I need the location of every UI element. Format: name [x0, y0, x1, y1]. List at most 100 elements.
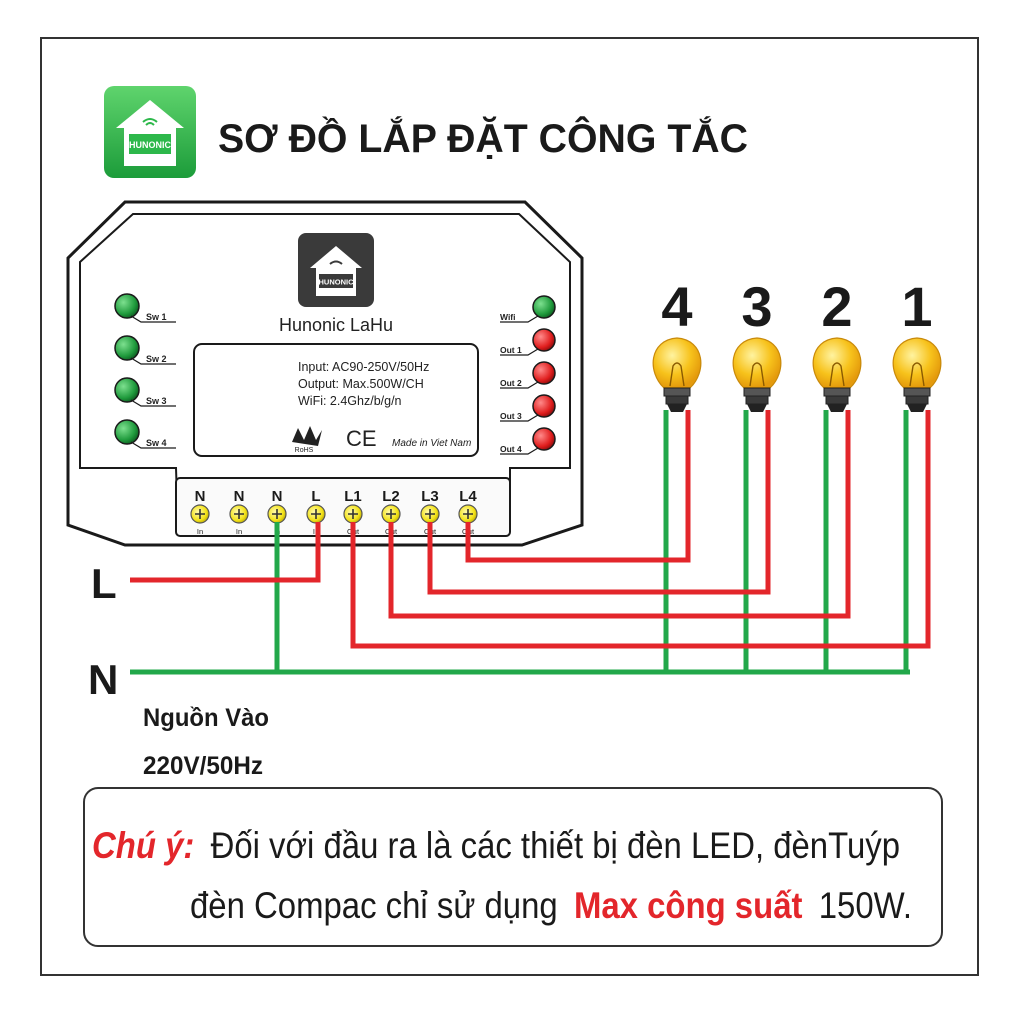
indicator-out-2: Out 2: [500, 361, 556, 389]
light-bulb-icon: [892, 337, 942, 412]
terminal-n-1: N In: [190, 488, 210, 536]
terminal-n-2: N In: [229, 488, 249, 536]
source-spec: 220V/50Hz: [143, 752, 263, 780]
indicator-leader-line: [500, 447, 539, 455]
wiring: [130, 410, 931, 675]
spec-label-panel: [193, 343, 479, 457]
indicator-out-4: Out 4: [500, 427, 556, 455]
screw-slot: [425, 509, 435, 519]
lamp-1: 1: [892, 275, 942, 412]
lamp-4: 4: [652, 275, 702, 412]
spec-wifi: WiFi: 2.4Ghz/b/g/n: [298, 394, 402, 408]
logo-text: HUNONIC: [129, 140, 171, 150]
terminal-label: L: [311, 488, 320, 505]
terminal-label: L3: [421, 488, 439, 505]
indicator-label: Out 1: [500, 345, 522, 355]
rohs-text: RoHS: [295, 447, 314, 454]
device-logo-icon: HUNONIC: [298, 233, 374, 307]
note-text-1: Đối với đầu ra là các thiết bị đèn LED, …: [211, 825, 900, 866]
lamp-number: 4: [661, 275, 692, 338]
screw-slot: [386, 509, 396, 519]
switch-button-3[interactable]: Sw 3: [114, 377, 176, 407]
lamp-number: 1: [901, 275, 932, 338]
terminal-label: L4: [459, 488, 477, 505]
screw-slot: [234, 509, 244, 519]
switch-label: Sw 3: [146, 396, 167, 406]
switch-leader-line: [130, 315, 176, 323]
indicator-leader-line: [500, 381, 539, 389]
page-title: SƠ ĐỒ LẮP ĐẶT CÔNG TẮC: [218, 115, 748, 161]
led-icon: [532, 295, 556, 319]
spec-output: Output: Max.500W/CH: [298, 377, 424, 391]
indicator-leader-line: [500, 414, 539, 422]
switch-button-4[interactable]: Sw 4: [114, 419, 176, 449]
light-bulb-icon: [812, 337, 862, 412]
source-label: Nguồn Vào: [143, 704, 269, 732]
indicator-label: Wifi: [500, 312, 516, 322]
hunonic-logo-icon: HUNONIC: [104, 86, 196, 178]
indicator-out-3: Out 3: [500, 394, 556, 422]
switch-label: Sw 4: [146, 438, 167, 448]
switch-button-icon[interactable]: [114, 419, 140, 445]
outer-frame: [40, 37, 979, 976]
led-icon: [532, 394, 556, 418]
screw-slot: [348, 509, 358, 519]
device-name: Hunonic LaHu: [279, 315, 393, 335]
lamp-3: 3: [732, 275, 782, 412]
switch-button-icon[interactable]: [114, 335, 140, 361]
note-highlight: Max công suất: [574, 885, 803, 926]
note-text-2b: 150W.: [819, 885, 912, 926]
screw-slot: [463, 509, 473, 519]
switch-leader-line: [130, 357, 176, 365]
switch-label: Sw 1: [146, 312, 167, 322]
note-line-1: Chú ý: Đối với đầu ra là các thiết bị đè…: [92, 825, 900, 866]
indicator-leader-line: [500, 348, 539, 356]
terminal-label: N: [195, 488, 206, 505]
note-text-2a: đèn Compac chỉ sử dụng: [190, 885, 558, 926]
screw-slot: [195, 509, 205, 519]
indicator-label: Out 3: [500, 411, 522, 421]
ce-mark: CE: [346, 426, 377, 451]
lamp-2: 2: [812, 275, 862, 412]
switch-button-2[interactable]: Sw 2: [114, 335, 176, 365]
switch-leader-line: [130, 441, 176, 449]
lamp-number: 2: [821, 275, 852, 338]
indicator-leader-line: [500, 315, 539, 323]
terminal-label: L2: [382, 488, 400, 505]
terminal-label: N: [234, 488, 245, 505]
terminal-label: N: [272, 488, 283, 505]
note-box: [83, 787, 943, 947]
indicator-out-1: Out 1: [500, 328, 556, 356]
switch-button-icon[interactable]: [114, 377, 140, 403]
indicator-label: Out 4: [500, 444, 522, 454]
lamp-number: 3: [741, 275, 772, 338]
screw-slot: [272, 509, 282, 519]
led-icon: [532, 328, 556, 352]
terminal-sub-label: In: [197, 527, 203, 536]
switch-button-1[interactable]: Sw 1: [114, 293, 176, 323]
made-in: Made in Viet Nam: [392, 438, 471, 449]
spec-input: Input: AC90-250V/50Hz: [298, 360, 429, 374]
indicator-wifi: Wifi: [500, 295, 556, 323]
led-icon: [532, 427, 556, 451]
terminal-label: L1: [344, 488, 362, 505]
light-bulb-icon: [652, 337, 702, 412]
indicator-label: Out 2: [500, 378, 522, 388]
note-line-2: đèn Compac chỉ sử dụng Max công suất 150…: [190, 885, 912, 926]
terminal-sub-label: In: [236, 527, 242, 536]
live-label: L: [91, 560, 117, 607]
led-icon: [532, 361, 556, 385]
switch-label: Sw 2: [146, 354, 167, 364]
device-logo-text: HUNONIC: [319, 278, 355, 287]
note-prefix: Chú ý:: [92, 825, 194, 866]
screw-slot: [311, 509, 321, 519]
neutral-label: N: [88, 656, 118, 703]
switch-buttons: Sw 1 Sw 2 Sw 3 Sw 4: [114, 293, 176, 449]
switch-button-icon[interactable]: [114, 293, 140, 319]
switch-leader-line: [130, 399, 176, 407]
light-bulb-icon: [732, 337, 782, 412]
rohs-icon: RoHS: [292, 426, 322, 454]
